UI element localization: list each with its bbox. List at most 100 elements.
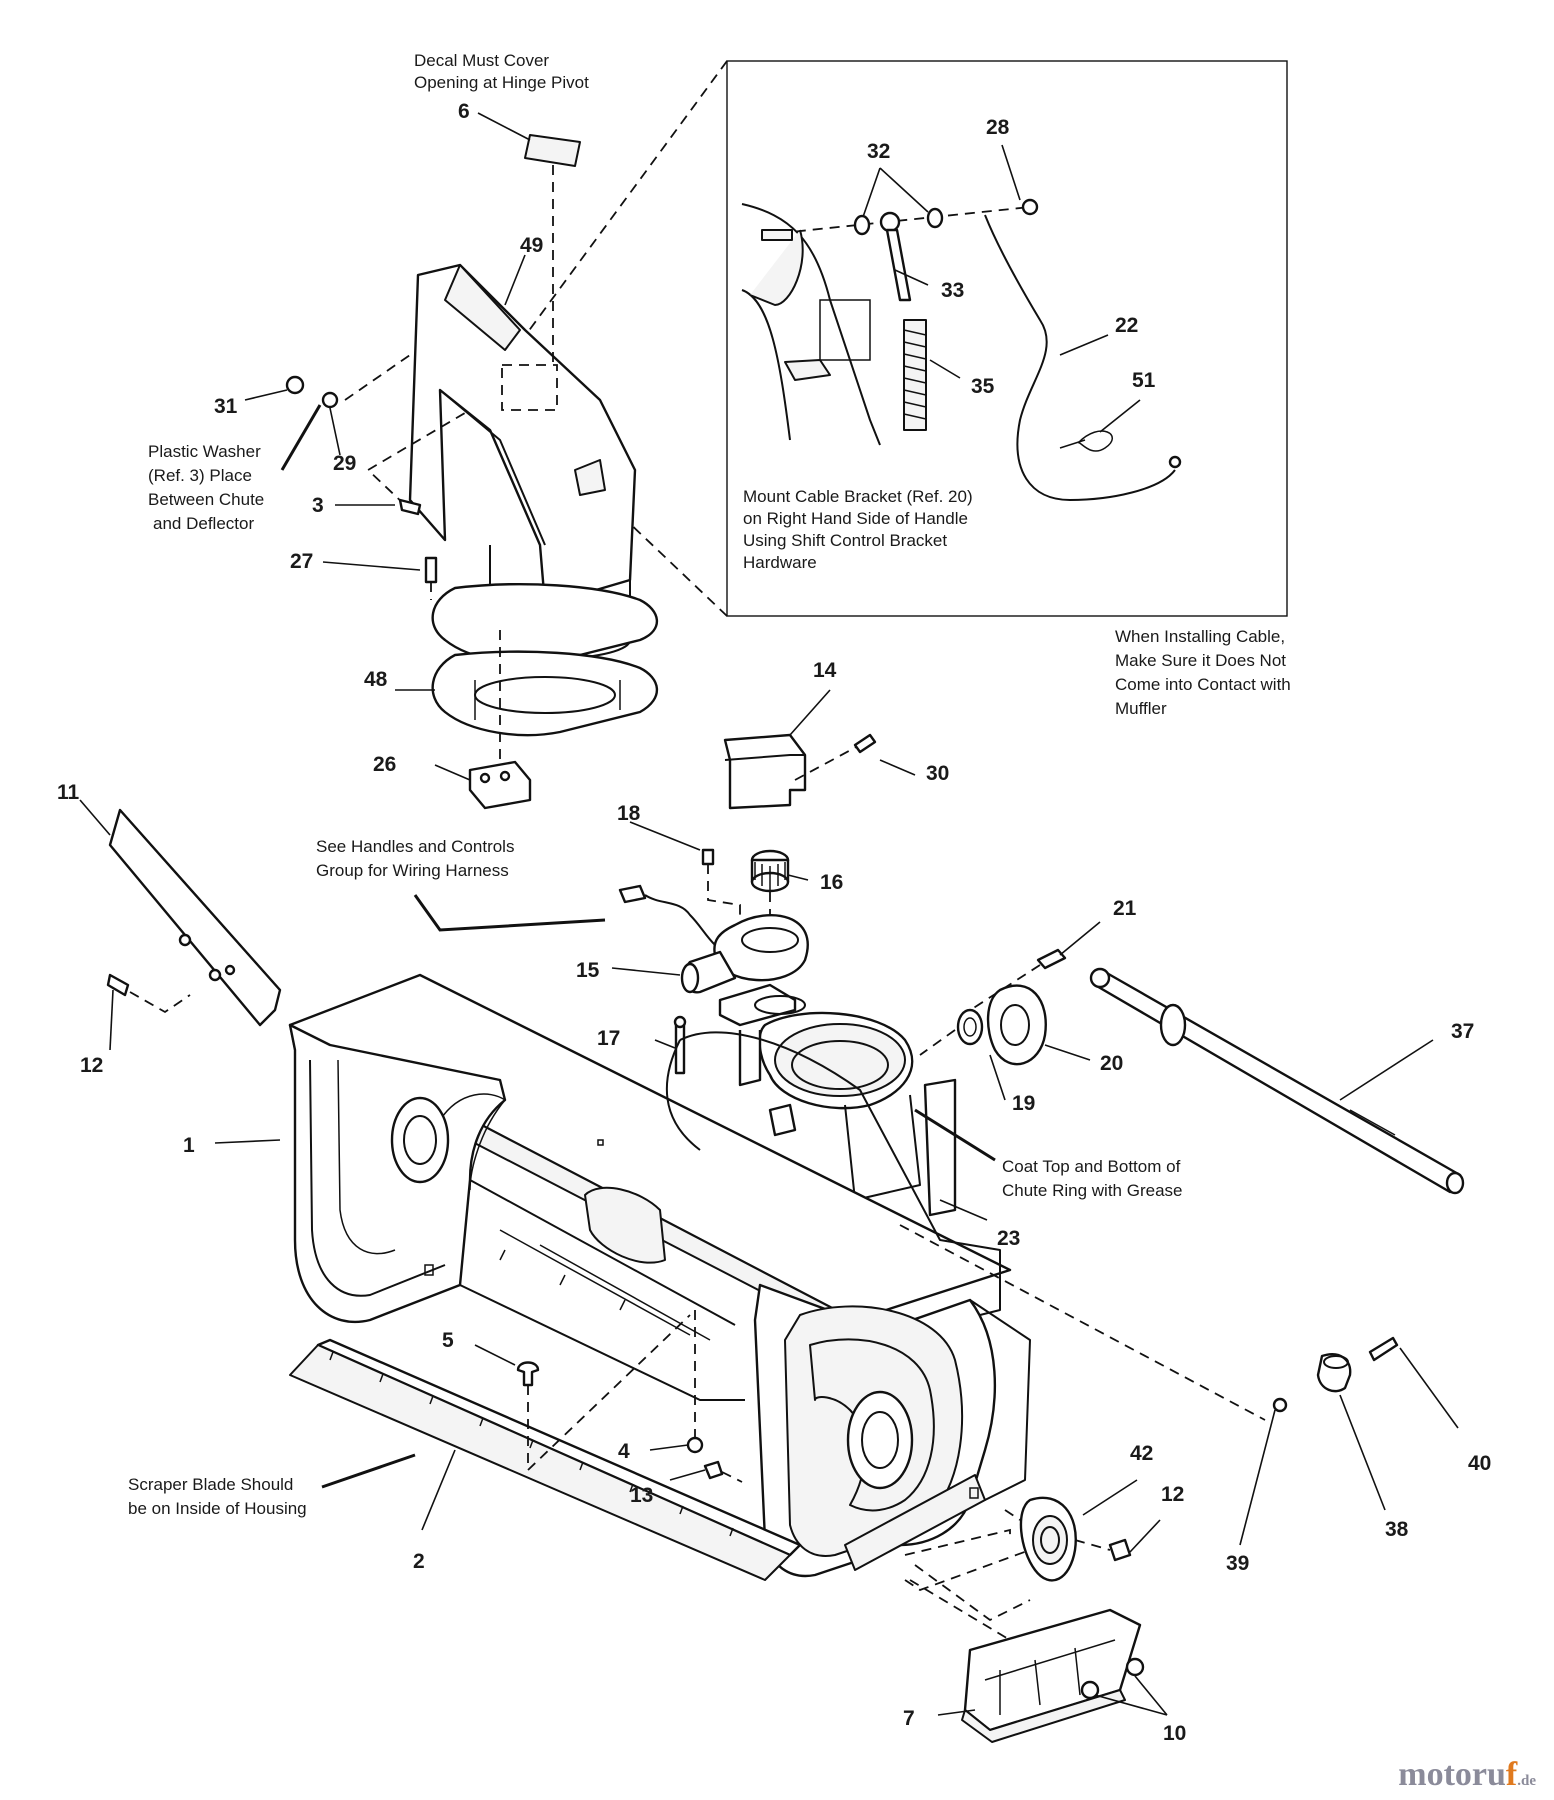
- screw-18-dash: [707, 864, 741, 918]
- right-side-hardware: [899, 1224, 1399, 1421]
- chute-ring-base: [673, 983, 957, 1217]
- skid-shoe-dash-lower: [914, 1564, 1031, 1622]
- top-bar-hole: [597, 1139, 604, 1146]
- bearing-19: [956, 1008, 984, 1046]
- cover-14-group: [723, 733, 877, 810]
- chute-49-top-face: [444, 264, 521, 351]
- shave-plate-11: [106, 808, 282, 1027]
- shaft-37-tip: [1445, 1171, 1465, 1195]
- pin-17-head: [673, 1015, 687, 1029]
- callout-16: 16: [820, 871, 843, 894]
- shave-plate-hole-1: [178, 933, 192, 947]
- screw-18: [701, 848, 715, 866]
- right-side-plate-inner: [809, 1338, 935, 1512]
- lower-ring-48: [431, 650, 659, 737]
- chute-side-bracket: [738, 1030, 762, 1087]
- hardware-31-dash: [344, 354, 411, 401]
- left-side-plate-rib: [337, 1059, 396, 1255]
- bolt-12-left: [106, 973, 130, 997]
- ring-side-plate: [923, 1078, 957, 1217]
- bolt-13: [703, 1460, 724, 1480]
- mount-bracket-hole: [754, 995, 806, 1015]
- flange-axis-dash: [919, 1029, 956, 1056]
- note-chute-grease: Coat Top and Bottom of Chute Ring with G…: [1002, 1157, 1185, 1200]
- carriage-bolt-5: [516, 1361, 540, 1387]
- shave-plate-11-fold: [119, 809, 281, 991]
- screw-27: [424, 556, 438, 584]
- callout-20: 20: [1100, 1052, 1123, 1075]
- chute-49: [408, 263, 637, 607]
- shaft-37-end: [1089, 967, 1111, 989]
- skid-shoe-dash-upper: [904, 1528, 1031, 1641]
- callout-33: 33: [941, 279, 964, 302]
- callout-4: 4: [618, 1440, 630, 1463]
- flange-42-bearing: [1032, 1515, 1068, 1565]
- callout-10: 10: [1163, 1722, 1186, 1745]
- shave-plate-hole-2: [208, 968, 222, 982]
- right-hardware-dash: [899, 1224, 1266, 1421]
- callout-32: 32: [867, 140, 890, 163]
- nut-10-b: [1080, 1680, 1100, 1700]
- cover-14-fold: [724, 754, 805, 761]
- inset-bracket-outline: [819, 299, 871, 361]
- callout-30: 30: [926, 762, 949, 785]
- washer-32-left: [853, 214, 871, 236]
- cable-tie-51: [1077, 430, 1113, 452]
- callout-13: 13: [630, 1484, 653, 1507]
- inset-small-bracket: [784, 359, 831, 381]
- wiring-note-arrow: [413, 894, 606, 932]
- note-plastic-washer: Plastic Washer (Ref. 3) Place Between Ch…: [148, 442, 269, 533]
- keeper-26-hole-2: [499, 770, 511, 782]
- right-side-back: [969, 1299, 1031, 1501]
- callout-11: 11: [57, 781, 80, 804]
- grease-note-arrow: [914, 1108, 996, 1162]
- annotation-notes: Decal Must Cover Opening at Hinge Pivot …: [128, 51, 1291, 1518]
- skid-shoe-group: [904, 1528, 1145, 1743]
- screw-30-dash: [794, 744, 861, 781]
- note-wiring-harness: See Handles and Controls Group for Wirin…: [316, 837, 519, 880]
- mount-bracket: [718, 983, 797, 1027]
- motor-housing-15: [713, 913, 809, 982]
- cover-14: [723, 733, 807, 810]
- slot-marker-right: [969, 1487, 979, 1499]
- inset-pin: [761, 229, 793, 241]
- lever-33: [885, 228, 912, 302]
- inset-handle-edge-2: [741, 289, 791, 441]
- callout-29: 29: [333, 452, 356, 475]
- scraper-note-arrow: [321, 1453, 416, 1489]
- skid-shoe-7-ribs: [984, 1639, 1116, 1715]
- motor-15-flange: [741, 927, 799, 953]
- callout-18: 18: [617, 802, 641, 825]
- bolt-3: [398, 498, 422, 516]
- callout-51: 51: [1132, 369, 1156, 392]
- inset-handle-top: [749, 229, 804, 306]
- scraper-blade-group: [289, 1310, 802, 1581]
- chute-49-inner-edge: [439, 389, 546, 546]
- decal-6-target: [501, 364, 558, 411]
- chute-rings: [431, 583, 659, 810]
- callout-42: 42: [1130, 1442, 1153, 1465]
- keeper-26-hole-1: [479, 772, 491, 784]
- right-bearing-boss: [846, 1390, 914, 1490]
- callout-49: 49: [520, 234, 543, 257]
- chute-ring-inner: [774, 1023, 906, 1097]
- callout-26: 26: [373, 753, 396, 776]
- inset-hardware-axis: [761, 206, 1031, 236]
- auger-housing-1: [288, 973, 1031, 1578]
- cable-detail-inset: [499, 60, 1288, 617]
- leader-lines: [79, 112, 1459, 1716]
- wiring-harness: [644, 894, 716, 946]
- note-scraper-blade: Scraper Blade Should be on Inside of Hou…: [128, 1475, 307, 1518]
- bolt-12-left-dash: [129, 991, 191, 1014]
- washer-32-right: [926, 207, 944, 229]
- shaft-37-keyway: [1349, 1109, 1396, 1136]
- lever-33-eye: [879, 211, 901, 233]
- callout-6: 6: [458, 100, 470, 123]
- chute-assembly: [285, 134, 637, 659]
- right-bearing-hole: [861, 1411, 899, 1469]
- nut-31: [285, 375, 305, 395]
- gear-16: [750, 849, 790, 893]
- washer-39: [1272, 1397, 1288, 1413]
- left-side-plate-arch: [439, 1093, 507, 1191]
- inset-frame: [726, 60, 1288, 617]
